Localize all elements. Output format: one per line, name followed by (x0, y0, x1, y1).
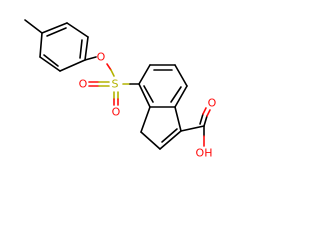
bond-benz-1 (138, 64, 151, 85)
bond-methyl (24, 19, 43, 34)
bond-tolyl-5 (39, 56, 61, 72)
bond-cooh-co-d (202, 107, 207, 115)
bond-five-1 (140, 106, 151, 133)
atom-hydroxyl: OH (196, 147, 213, 160)
indene-benzene-ring (138, 64, 188, 108)
bond-five-double (161, 128, 178, 143)
bond-tolyl-4 (59, 59, 86, 72)
bond-tolyl-double-3 (43, 54, 59, 67)
atom-o-sulfonyl-bottom: O (112, 106, 121, 119)
atom-o-ether: O (97, 51, 106, 64)
bond-tolyl-3 (84, 36, 89, 61)
bond-five-3 (159, 130, 182, 150)
bond-benz-double-3 (143, 85, 154, 103)
bond-benz-4 (174, 85, 188, 108)
bond-ether-sulfur-s (110, 69, 115, 77)
bond-ether-sulfur-o (106, 63, 112, 71)
bond-benz-double-2 (170, 86, 182, 103)
bond-benz-3 (174, 64, 188, 87)
bond-tolyl-2 (66, 22, 89, 38)
bond-cooh-co-a (203, 115, 208, 127)
indene-five-ring (140, 106, 182, 150)
bond-tolyl-6 (39, 32, 43, 58)
bond-ring-ether (84, 56, 97, 61)
bond-cooh-co-c (199, 113, 204, 125)
bond-cooh-co-b (206, 109, 211, 117)
bond-five-2 (140, 131, 161, 150)
bond-c-cooh (180, 125, 205, 132)
bond-benz-6 (138, 83, 151, 108)
bond-tolyl-double-2 (79, 39, 83, 59)
molecule-structure: O S O O O OH (24, 19, 217, 160)
bond-tolyl-double-1 (46, 27, 67, 37)
atom-o-carbonyl: O (208, 97, 217, 110)
tolyl-ring (39, 22, 89, 72)
bond-tolyl-1 (41, 22, 68, 34)
bond-five-4 (174, 106, 182, 132)
atom-o-sulfonyl-left: O (79, 78, 88, 91)
atom-sulfur: S (112, 78, 119, 91)
